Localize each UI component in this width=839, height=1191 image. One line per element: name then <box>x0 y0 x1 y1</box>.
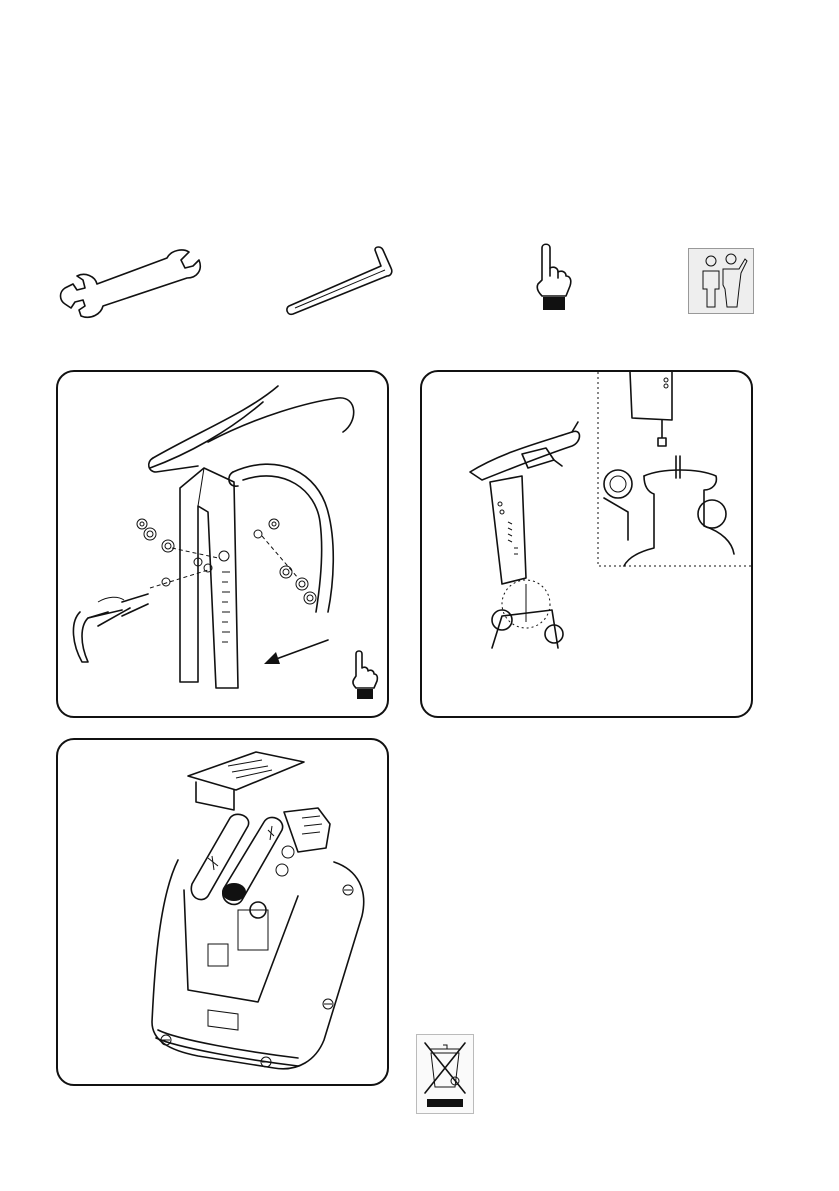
seat-post-cable-illustration <box>422 372 751 716</box>
wrench-icon <box>55 248 205 324</box>
console-battery-panel <box>56 738 389 1086</box>
two-person-assembly-icon <box>688 248 754 314</box>
allen-key-icon <box>285 242 400 316</box>
handlebar-assembly-illustration <box>58 372 387 716</box>
pointing-hand-icon <box>530 242 572 312</box>
handlebar-assembly-panel <box>56 370 389 718</box>
seat-post-cable-panel <box>420 370 753 718</box>
weee-crossed-bin-icon <box>416 1034 474 1114</box>
console-battery-illustration <box>58 740 387 1084</box>
tools-row <box>0 240 839 330</box>
